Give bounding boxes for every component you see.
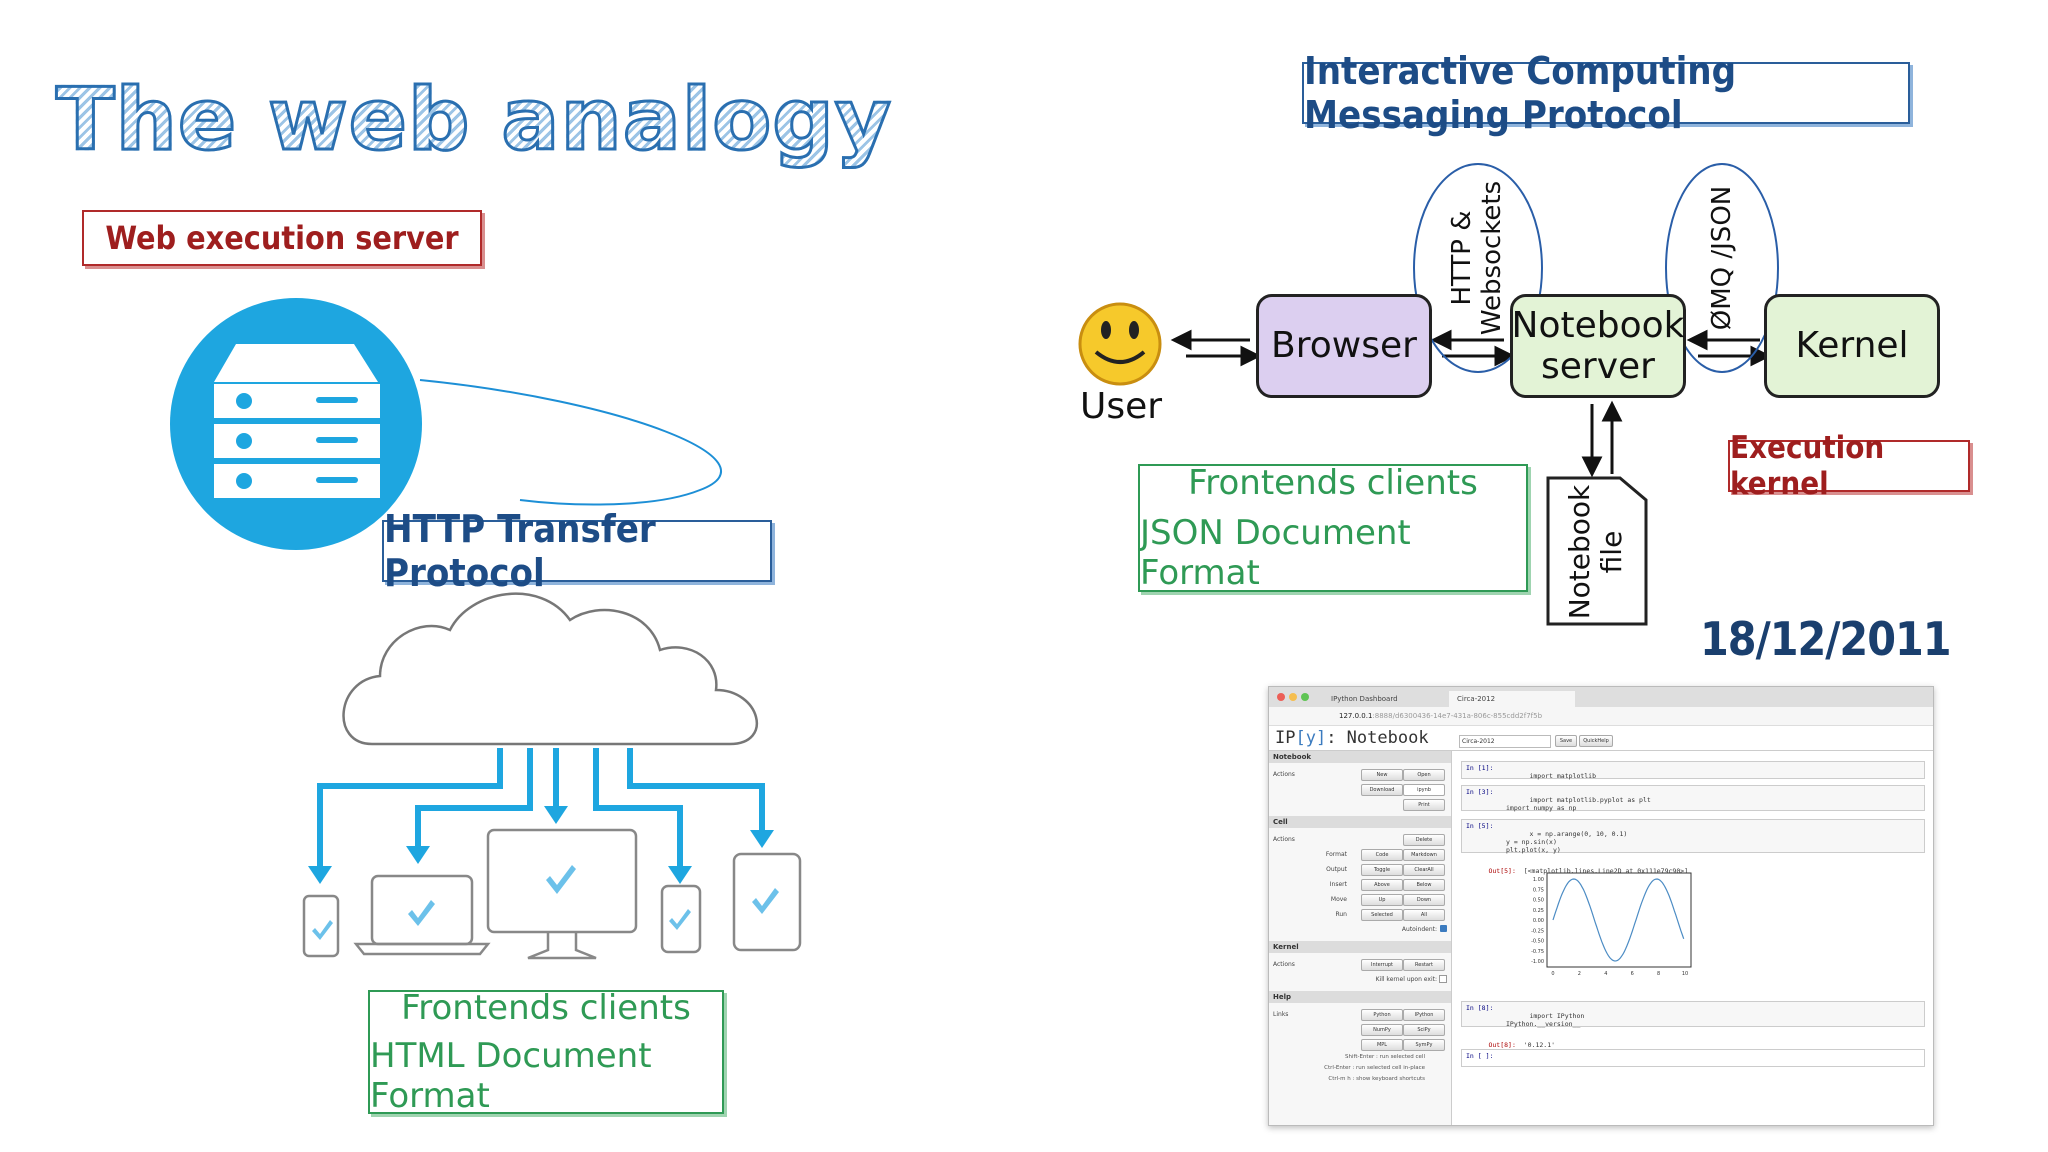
delete-button[interactable]: Delete bbox=[1403, 834, 1445, 846]
sine-line bbox=[1552, 878, 1685, 962]
distribution-arrows bbox=[317, 748, 765, 868]
http-swoosh bbox=[419, 379, 723, 506]
print-button[interactable]: Print bbox=[1403, 799, 1445, 811]
connection-arrows bbox=[1170, 329, 1772, 478]
x-tick-label: 10 bbox=[1682, 971, 1688, 977]
x-tick-label: 4 bbox=[1604, 971, 1607, 977]
notebook-file-label: Notebook file bbox=[1562, 484, 1628, 620]
download-button[interactable]: Download bbox=[1361, 784, 1403, 796]
cell-output: Out[8]: '0.12.1' bbox=[1488, 1041, 1556, 1049]
http-websockets-label: HTTP & Websockets bbox=[1447, 180, 1507, 336]
insert-below-button[interactable]: Below bbox=[1403, 879, 1445, 891]
address-bar[interactable]: 127.0.0.1:8888/d6300436-14e7-431a-806c-8… bbox=[1269, 707, 1933, 726]
y-tick-label: 0.75 bbox=[1533, 887, 1544, 893]
markdown-button[interactable]: Markdown bbox=[1403, 849, 1445, 861]
user-smiley-icon bbox=[1078, 302, 1162, 386]
clearall-button[interactable]: ClearAll bbox=[1403, 864, 1445, 876]
y-tick-label: -0.50 bbox=[1531, 939, 1544, 945]
x-tick-label: 6 bbox=[1631, 971, 1634, 977]
slide-title: The web analogy bbox=[55, 69, 893, 172]
save-button[interactable]: Save bbox=[1555, 735, 1577, 747]
date-label: 18/12/2011 bbox=[1700, 612, 1952, 666]
user-label: User bbox=[1080, 386, 1163, 427]
notebook-sidebar: Notebook Actions New Open Download ipynb… bbox=[1269, 751, 1452, 1125]
mpl-link[interactable]: MPL bbox=[1361, 1039, 1403, 1051]
move-down-button[interactable]: Down bbox=[1403, 894, 1445, 906]
ipython-logo: IP[y]: Notebook bbox=[1275, 728, 1429, 748]
sympy-link[interactable]: SymPy bbox=[1403, 1039, 1445, 1051]
zmq-json-label: ØMQ /JSON bbox=[1707, 185, 1737, 331]
http-ellipse bbox=[1413, 163, 1543, 373]
frontends-json-label: Frontends clients JSON Document Format bbox=[1138, 463, 1528, 593]
notebook-cells-area: In [1]:import matplotlib In [3]:import m… bbox=[1453, 751, 1933, 1125]
code-button[interactable]: Code bbox=[1361, 849, 1403, 861]
code-cell[interactable]: In [5]:x = np.arange(0, 10, 0.1) y = np.… bbox=[1461, 819, 1925, 854]
code-cell[interactable]: In [3]:import matplotlib.pyplot as plt i… bbox=[1461, 785, 1925, 812]
ipython-link[interactable]: IPython bbox=[1403, 1009, 1445, 1021]
open-button[interactable]: Open bbox=[1403, 769, 1445, 781]
code-cell[interactable]: In [8]:import IPython IPython.__version_… bbox=[1461, 1001, 1925, 1028]
toggle-button[interactable]: Toggle bbox=[1361, 864, 1403, 876]
scipy-link[interactable]: SciPy bbox=[1403, 1024, 1445, 1036]
window-maximize-dot[interactable] bbox=[1301, 693, 1309, 701]
sidebar-section-cell[interactable]: Cell bbox=[1269, 816, 1451, 828]
numpy-link[interactable]: NumPy bbox=[1361, 1024, 1403, 1036]
window-minimize-dot[interactable] bbox=[1289, 693, 1297, 701]
window-close-dot[interactable] bbox=[1277, 693, 1285, 701]
tab-ipython-dashboard[interactable]: IPython Dashboard bbox=[1331, 695, 1398, 703]
code-cell-empty[interactable]: In [ ]: bbox=[1461, 1049, 1925, 1067]
server-icon bbox=[170, 298, 422, 550]
notebook-name-field[interactable]: Circa-2012 bbox=[1459, 735, 1551, 748]
new-button[interactable]: New bbox=[1361, 769, 1403, 781]
y-tick-label: 1.00 bbox=[1533, 877, 1544, 883]
y-tick-label: 0.50 bbox=[1533, 898, 1544, 904]
move-up-button[interactable]: Up bbox=[1361, 894, 1403, 906]
notebook-screenshot: IPython Dashboard Circa-2012 127.0.0.1:8… bbox=[1268, 686, 1934, 1126]
cloud-icon bbox=[342, 592, 759, 746]
execution-kernel-label: Execution kernel bbox=[1728, 430, 1970, 502]
y-tick-label: 0.00 bbox=[1533, 918, 1544, 924]
run-all-button[interactable]: All bbox=[1403, 909, 1445, 921]
cell-output: Out[5]: [<matplotlib.lines.Line2D at 0x1… bbox=[1488, 867, 1689, 875]
x-ticks: 0 2 4 6 8 10 bbox=[1551, 971, 1688, 977]
notebook-header: IP[y]: Notebook Circa-2012 Save QuickHel… bbox=[1269, 726, 1933, 751]
tab-circa-2012[interactable]: Circa-2012 bbox=[1449, 691, 1575, 707]
x-tick-label: 0 bbox=[1551, 971, 1554, 977]
restart-button[interactable]: Restart bbox=[1403, 959, 1445, 971]
zmq-ellipse bbox=[1665, 163, 1779, 373]
autoindent-checkbox[interactable] bbox=[1440, 925, 1447, 932]
y-ticks: 1.00 0.75 0.50 0.25 0.00 -0.25 -0.50 -0.75 -1.00 bbox=[1531, 877, 1544, 965]
quickhelp-button[interactable]: QuickHelp bbox=[1579, 735, 1613, 747]
insert-above-button[interactable]: Above bbox=[1361, 879, 1403, 891]
browser-node: Browser bbox=[1256, 294, 1432, 398]
interrupt-button[interactable]: Interrupt bbox=[1361, 959, 1403, 971]
notebook-file-icon bbox=[1546, 476, 1648, 626]
devices-illustration bbox=[302, 828, 802, 960]
sidebar-section-help[interactable]: Help bbox=[1269, 991, 1451, 1003]
sine-plot: 1.00 0.75 0.50 0.25 0.00 -0.25 -0.50 -0.75 -1.00… bbox=[1531, 872, 1692, 977]
x-tick-label: 2 bbox=[1578, 971, 1581, 977]
y-tick-label: -1.00 bbox=[1531, 959, 1544, 965]
y-tick-label: -0.25 bbox=[1531, 928, 1544, 934]
messaging-protocol-label: Interactive Computing Messaging Protocol bbox=[1302, 49, 1910, 137]
y-tick-label: -0.75 bbox=[1531, 949, 1544, 955]
sidebar-section-notebook[interactable]: Notebook bbox=[1269, 751, 1451, 763]
shortcut-hints: Shift-Enter : run selected cell Ctrl-Ent… bbox=[1324, 1054, 1425, 1082]
python-link[interactable]: Python bbox=[1361, 1009, 1403, 1021]
code-cell[interactable]: In [1]:import matplotlib bbox=[1461, 761, 1925, 780]
run-selected-button[interactable]: Selected bbox=[1361, 909, 1403, 921]
frontends-html-label: Frontends clients HTML Document Format bbox=[368, 988, 724, 1116]
kill-on-exit-checkbox[interactable] bbox=[1439, 975, 1447, 983]
x-tick-label: 8 bbox=[1657, 971, 1660, 977]
sidebar-section-kernel[interactable]: Kernel bbox=[1269, 941, 1451, 953]
y-tick-label: 0.25 bbox=[1533, 908, 1544, 914]
kernel-node: Kernel bbox=[1764, 294, 1940, 398]
web-execution-server-label: Web execution server bbox=[82, 210, 482, 266]
http-transfer-protocol-label: HTTP Transfer Protocol bbox=[382, 507, 772, 595]
notebook-server-node: Notebook server bbox=[1510, 294, 1686, 398]
format-select[interactable]: ipynb bbox=[1403, 784, 1445, 796]
